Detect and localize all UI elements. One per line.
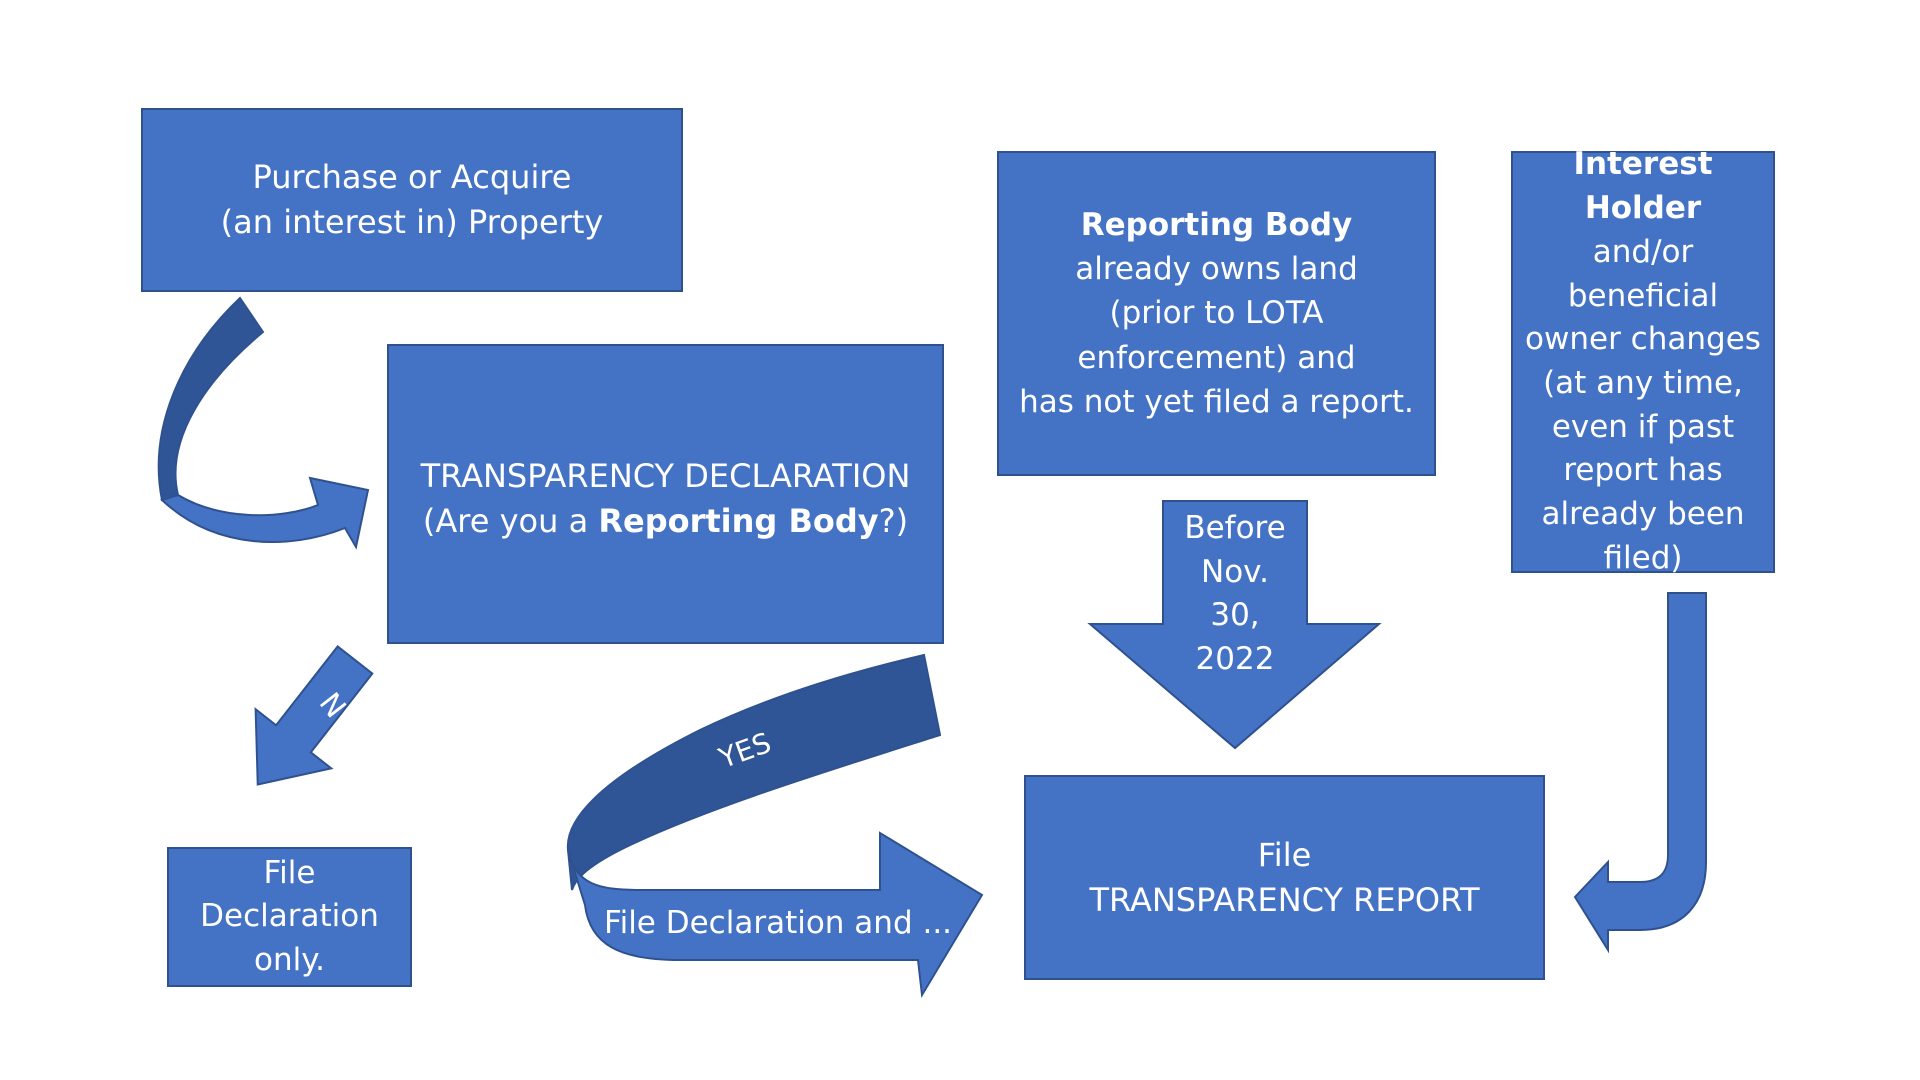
interest-holder-box: Interest Holder and/or beneficial owner …: [1511, 146, 1775, 576]
purchase-box: Purchase or Acquire (an interest in) Pro…: [141, 108, 683, 292]
declaration-suffix: ?): [878, 501, 909, 540]
reporting-body-line-4: enforcement) and: [1077, 339, 1356, 376]
declaration-bold: Reporting Body: [598, 501, 879, 540]
purchase-line-1: Purchase or Acquire: [252, 158, 572, 197]
interest-holder-title: Interest Holder: [1573, 146, 1713, 227]
reporting-body-line-2: already owns land: [1075, 251, 1358, 287]
file-declaration-line-3: only.: [253, 941, 325, 978]
interest-holder-line-3: beneficial: [1567, 277, 1719, 314]
file-report-box: File TRANSPARENCY REPORT: [1024, 775, 1545, 980]
interest-holder-line-9: filed): [1603, 539, 1683, 576]
file-declaration-and-text: File Declaration and ...: [604, 905, 953, 941]
deadline-line-4: 2022: [1195, 641, 1275, 678]
declaration-line-1: TRANSPARENCY DECLARATION: [420, 457, 911, 495]
reporting-body-box: Reporting Body already owns land (prior …: [997, 151, 1436, 476]
reporting-body-title: Reporting Body: [1080, 206, 1353, 243]
declaration-line-2: (Are you a Reporting Body?): [421, 499, 911, 544]
deadline-line-3: 30,: [1210, 597, 1260, 634]
interest-holder-line-2: and/or: [1592, 233, 1694, 270]
file-report-line-1: File: [1257, 835, 1312, 874]
yes-arrow-head: [567, 831, 984, 999]
file-declaration-line-2: Declaration: [200, 898, 379, 935]
hook-arrow-body: [1573, 592, 1707, 954]
curved-arrow-head-purchase-to-declaration: [160, 476, 370, 550]
reporting-body-line-3: (prior to LOTA: [1109, 295, 1324, 332]
interest-holder-line-7: report has: [1563, 452, 1723, 489]
declaration-box: TRANSPARENCY DECLARATION (Are you a Repo…: [387, 344, 944, 644]
no-arrow: [254, 645, 374, 786]
file-declaration-and-label: File Declaration and ...: [604, 905, 952, 941]
interest-holder-line-4: owner changes: [1525, 321, 1761, 358]
deadline-label: Before Nov. 30, 2022: [1163, 507, 1307, 682]
declaration-prefix: (Are you a: [422, 501, 599, 540]
reporting-body-line-5: has not yet filed a report.: [1019, 383, 1414, 420]
file-declaration-only-box: File Declaration only.: [167, 847, 412, 987]
interest-holder-line-6: even if past: [1551, 408, 1735, 445]
deadline-line-1: Before: [1184, 510, 1286, 546]
interest-holder-line-8: already been: [1541, 496, 1745, 533]
deadline-down-arrow: [1087, 500, 1382, 750]
file-report-line-2: TRANSPARENCY REPORT: [1089, 880, 1480, 919]
interest-holder-line-5: (at any time,: [1543, 365, 1743, 401]
purchase-line-2: (an interest in) Property: [220, 203, 604, 241]
deadline-line-2: Nov.: [1201, 553, 1269, 590]
curved-arrow-purchase-to-declaration: [157, 296, 265, 502]
file-declaration-line-1: File: [263, 854, 316, 891]
